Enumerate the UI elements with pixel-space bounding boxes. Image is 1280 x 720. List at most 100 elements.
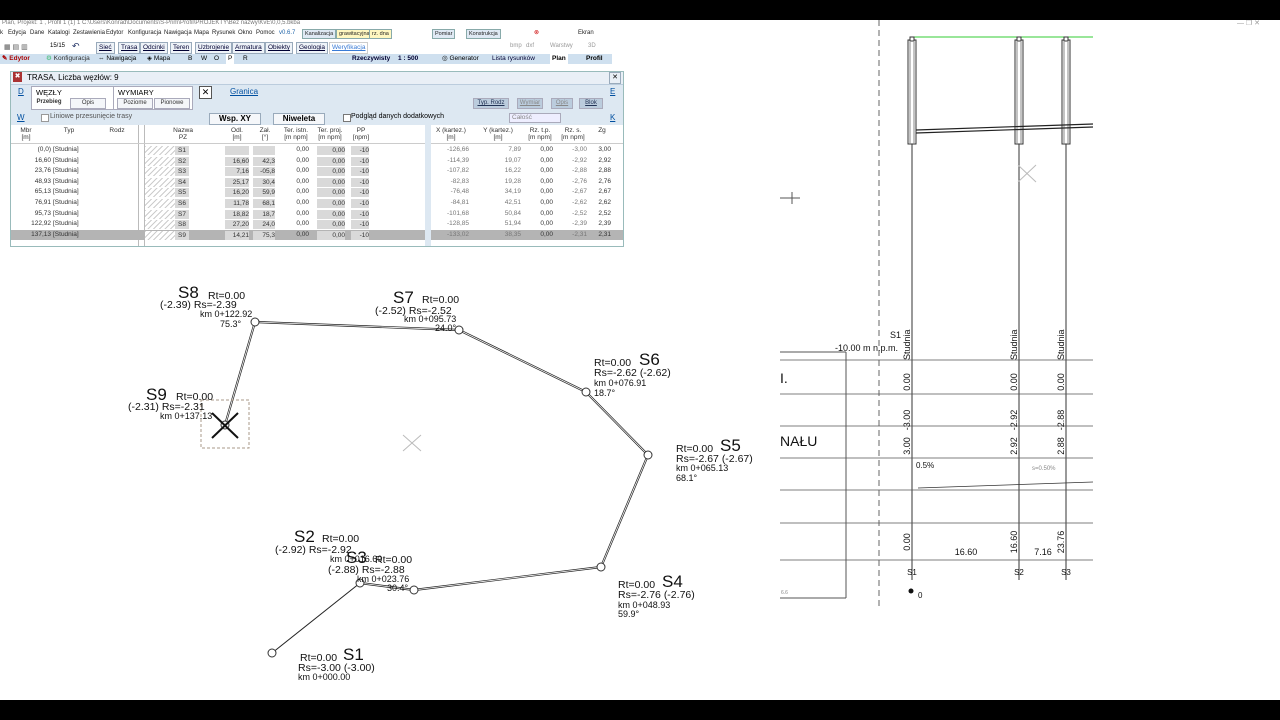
- menu-item-okno[interactable]: Okno: [238, 30, 253, 36]
- cell-pz-hatch: [145, 156, 189, 166]
- column-header: Zg: [598, 127, 606, 134]
- menu-item-edycja[interactable]: Edycja: [8, 30, 27, 36]
- cell-zg: 2,52: [598, 209, 611, 217]
- calosc-select[interactable]: Całość: [509, 113, 561, 123]
- close-red-icon[interactable]: ⊗: [534, 30, 540, 36]
- tool-weryfikacja[interactable]: Weryfikacja: [329, 42, 369, 54]
- edytor-button[interactable]: ✎ Edytor: [2, 55, 30, 62]
- cell-mbr: 137,13: [31, 230, 51, 238]
- plan-button[interactable]: Plan: [550, 54, 568, 64]
- pomiar-button[interactable]: Pomiar: [432, 29, 456, 39]
- tool-siec[interactable]: Sieć: [96, 42, 115, 54]
- window-controls[interactable]: — ❐ ✕: [1236, 20, 1260, 27]
- node-rs-label: (-2.52) Rs=-2.52: [375, 305, 452, 317]
- niweleta-button[interactable]: Niweleta: [273, 113, 325, 125]
- rz-dna-button[interactable]: rz. dna: [369, 29, 392, 39]
- menu-item-rysunek[interactable]: Rysunek: [212, 30, 236, 36]
- poziome-button[interactable]: Poziome: [117, 98, 153, 109]
- granica-link[interactable]: Granica: [230, 87, 259, 96]
- konstrukcja-button[interactable]: Konstrukcja: [466, 29, 501, 39]
- scale-value[interactable]: 1 : 500: [398, 55, 419, 62]
- cell-rz-s: -2,31: [572, 230, 587, 238]
- tool-odcinki[interactable]: Odcinki: [140, 42, 168, 54]
- cell-ter-istn: 0,00: [296, 209, 309, 217]
- dxf-label[interactable]: dxf: [526, 43, 535, 49]
- mode-w[interactable]: W: [201, 55, 208, 62]
- menu-item-katalogi[interactable]: Katalogi: [48, 30, 70, 36]
- liniowe-checkbox[interactable]: [41, 114, 49, 122]
- kanalizacja-button[interactable]: Kanalizacja: [302, 29, 337, 39]
- mapa-button[interactable]: ◈ Mapa: [147, 55, 171, 62]
- tab-wezly[interactable]: WĘZŁY Przebieg Opis: [31, 86, 115, 110]
- cell-x: -82,83: [450, 177, 469, 185]
- column-header-unit: [m npm]: [284, 134, 308, 141]
- tool-armatura[interactable]: Armatura: [232, 42, 265, 54]
- ekran-label[interactable]: Ekran: [578, 30, 594, 36]
- opis-right-button[interactable]: Opis: [551, 98, 573, 109]
- nawigacja-button[interactable]: ⇔ Nawigacja: [98, 55, 137, 62]
- cell-zal: 24,0: [253, 220, 275, 230]
- side-link-k[interactable]: K: [610, 113, 616, 122]
- przebieg-button[interactable]: Przebieg: [36, 99, 62, 105]
- panel-close-icon[interactable]: ✕: [609, 72, 621, 84]
- cell-rz-tp: 0,00: [540, 209, 553, 217]
- menu-item-mapa[interactable]: Mapa: [194, 30, 210, 36]
- clear-x-icon[interactable]: ✕: [199, 86, 212, 99]
- column-header: Mbr: [20, 127, 32, 134]
- typ-rodz-button[interactable]: Typ. Rodz: [473, 98, 509, 109]
- row-label-2: NAŁU: [780, 433, 817, 449]
- mode-o[interactable]: O: [214, 55, 220, 62]
- menu-item-k[interactable]: k: [0, 30, 3, 36]
- cell-zg: 2,67: [598, 188, 611, 196]
- mode-r[interactable]: R: [243, 55, 248, 62]
- column-header: X (kartez.): [436, 127, 466, 134]
- well-cap: [1016, 36, 1022, 42]
- pionowe-button[interactable]: Pionowe: [154, 98, 190, 109]
- profil-button[interactable]: Profil: [586, 55, 603, 62]
- cell-ter-proj: 0,00: [317, 177, 345, 187]
- tool-geologia[interactable]: Geologia: [296, 42, 329, 54]
- node-marker-s2: [355, 578, 365, 588]
- menu-item-nawigacja[interactable]: Nawigacja: [164, 30, 192, 36]
- warstwy-label[interactable]: Warstwy: [550, 43, 573, 49]
- generator-button[interactable]: ◎ Generator: [442, 55, 479, 62]
- well-body-s1: [907, 39, 917, 145]
- mode-b[interactable]: B: [188, 55, 193, 62]
- podglad-checkbox[interactable]: [343, 114, 351, 122]
- grid-icon[interactable]: ▦ ▤ ▥: [4, 44, 28, 51]
- tool-trasa[interactable]: Trasa: [118, 42, 141, 54]
- toolbar-main: ▦ ▤ ▥ 15/15 ↶ Sieć Trasa Odcinki Teren U…: [0, 40, 612, 54]
- blok-button[interactable]: Blok: [579, 98, 603, 109]
- konfiguracja-button[interactable]: ⚙ Konfiguracja: [46, 55, 90, 62]
- cell-ter-proj: 0,00: [317, 146, 345, 155]
- lista-rysunkow-button[interactable]: Lista rysunków: [492, 55, 535, 62]
- tool-uzbrojenie[interactable]: Uzbrojenie: [195, 42, 233, 54]
- menu-item-dane[interactable]: Dane: [30, 30, 45, 36]
- column-header-unit: [°]: [261, 134, 269, 141]
- cell-ter-proj: 0,00: [317, 156, 345, 166]
- menu-item-zestawienia[interactable]: Zestawienia: [73, 30, 106, 36]
- opis-button[interactable]: Opis: [70, 98, 106, 109]
- 3d-label[interactable]: 3D: [588, 43, 596, 49]
- mode-p[interactable]: P: [226, 54, 235, 64]
- cell-ter-istn: 0,00: [296, 146, 309, 153]
- menu-item-konfiguracja[interactable]: Konfiguracja: [128, 30, 162, 36]
- node-name-s6: S6: [639, 350, 660, 369]
- side-link-e[interactable]: E: [610, 87, 616, 96]
- menu-item-pomoc[interactable]: Pomoc: [256, 30, 275, 36]
- tool-obiekty[interactable]: Obiekty: [265, 42, 294, 54]
- side-link-w[interactable]: W: [17, 113, 25, 122]
- node-name-s9: S9: [146, 385, 167, 404]
- tool-teren[interactable]: Teren: [170, 42, 193, 54]
- side-link-d[interactable]: D: [18, 87, 24, 96]
- profile-value: 16.60: [1009, 531, 1019, 554]
- menu-item-edytor[interactable]: Edytor: [106, 30, 124, 36]
- panel-options-row: W Liniowe przesunięcie trasy Wsp. XY Niw…: [11, 113, 623, 125]
- rzeczywisty-label[interactable]: Rzeczywisty: [352, 55, 391, 62]
- tab-wymiary[interactable]: WYMIARY Poziome Pionowe: [113, 86, 193, 110]
- undo-icon[interactable]: ↶: [72, 41, 80, 51]
- bmp-label[interactable]: bmp: [510, 43, 522, 49]
- wymiar-button[interactable]: Wymiar: [517, 98, 543, 109]
- wsp-xy-button[interactable]: Wsp. XY: [209, 113, 261, 125]
